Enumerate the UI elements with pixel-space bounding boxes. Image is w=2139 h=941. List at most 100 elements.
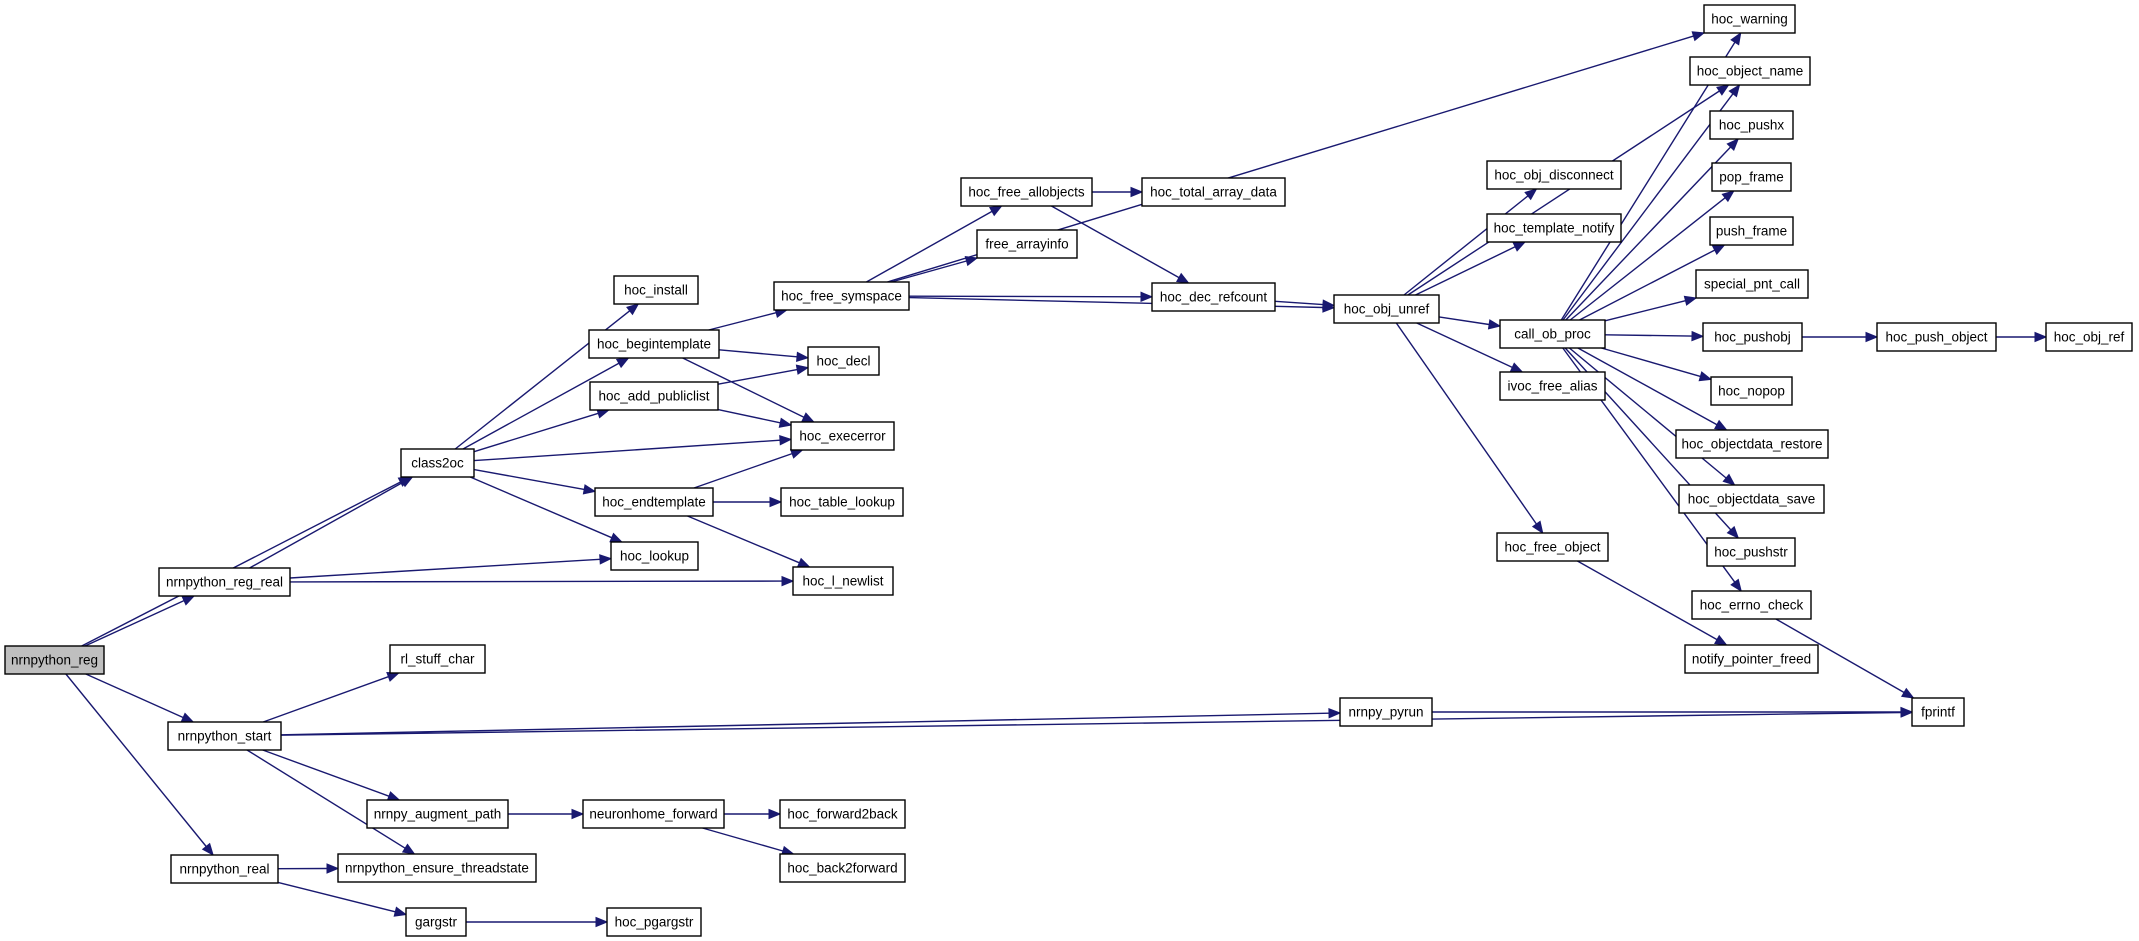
node-fprintf[interactable]: fprintf xyxy=(1911,697,1965,727)
node-box xyxy=(807,346,880,376)
node-push_frame[interactable]: push_frame xyxy=(1709,216,1794,246)
edge-call_ob_proc-to-hoc_pushx xyxy=(1565,138,1740,321)
node-box xyxy=(1333,294,1440,324)
node-hoc_back2forward[interactable]: hoc_back2forward xyxy=(779,853,906,883)
node-hoc_lookup[interactable]: hoc_lookup xyxy=(610,541,699,571)
node-hoc_pgargstr[interactable]: hoc_pgargstr xyxy=(606,907,702,937)
arrowhead-icon xyxy=(964,256,979,267)
node-free_arrayinfo[interactable]: free_arrayinfo xyxy=(976,229,1078,259)
node-hoc_obj_disconnect[interactable]: hoc_obj_disconnect xyxy=(1486,160,1622,190)
arrowhead-icon xyxy=(1512,241,1527,252)
edge-line xyxy=(1565,146,1732,321)
edge-line xyxy=(1577,347,1718,426)
edge-line xyxy=(277,881,396,913)
node-hoc_nopop[interactable]: hoc_nopop xyxy=(1710,376,1793,406)
node-ivoc_free_alias[interactable]: ivoc_free_alias xyxy=(1499,371,1606,401)
arrowhead-icon xyxy=(1726,525,1740,539)
node-nrnpython_reg[interactable]: nrnpython_reg xyxy=(4,645,105,675)
node-hoc_l_newlist[interactable]: hoc_l_newlist xyxy=(792,566,894,596)
node-box xyxy=(613,275,699,305)
node-nrnpython_real[interactable]: nrnpython_real xyxy=(170,854,279,884)
node-box xyxy=(1339,697,1433,727)
edge-call_ob_proc-to-special_pnt_call xyxy=(1604,295,1698,322)
edge-line xyxy=(1579,249,1716,321)
node-notify_pointer_freed[interactable]: notify_pointer_freed xyxy=(1684,644,1819,674)
node-box xyxy=(1678,484,1825,514)
edge-line xyxy=(1775,618,1905,694)
edge-class2oc-to-hoc_endtemplate xyxy=(473,468,597,495)
node-hoc_total_array_data[interactable]: hoc_total_array_data xyxy=(1141,177,1286,207)
node-box xyxy=(1151,282,1276,312)
arrowhead-icon xyxy=(1509,362,1524,373)
arrowhead-icon xyxy=(599,554,613,565)
edge-hoc_endtemplate-to-hoc_table_lookup xyxy=(713,496,783,508)
edge-hoc_free_allobjects-to-hoc_dec_refcount xyxy=(1051,205,1190,284)
node-pop_frame[interactable]: pop_frame xyxy=(1711,162,1792,192)
node-nrnpython_start[interactable]: nrnpython_start xyxy=(167,721,282,751)
node-hoc_errno_check[interactable]: hoc_errno_check xyxy=(1691,590,1812,620)
node-gargstr[interactable]: gargstr xyxy=(405,907,467,937)
node-special_pnt_call[interactable]: special_pnt_call xyxy=(1695,269,1809,299)
node-label: special_pnt_call xyxy=(1704,277,1800,292)
node-hoc_obj_ref[interactable]: hoc_obj_ref xyxy=(2045,322,2133,352)
node-nrnpy_augment_path[interactable]: nrnpy_augment_path xyxy=(366,799,509,829)
node-box xyxy=(790,421,895,451)
node-label: hoc_object_name xyxy=(1697,64,1804,79)
node-hoc_warning[interactable]: hoc_warning xyxy=(1703,4,1796,34)
node-neuronhome_forward[interactable]: neuronhome_forward xyxy=(582,799,725,829)
node-box xyxy=(1711,162,1792,192)
node-label: call_ob_proc xyxy=(1514,327,1591,342)
edge-call_ob_proc-to-pop_frame xyxy=(1569,190,1735,321)
node-hoc_pushobj[interactable]: hoc_pushobj xyxy=(1702,322,1803,352)
node-call_ob_proc[interactable]: call_ob_proc xyxy=(1499,319,1606,349)
arrowhead-icon xyxy=(1711,244,1726,255)
edge-line xyxy=(462,362,620,450)
node-hoc_endtemplate[interactable]: hoc_endtemplate xyxy=(594,487,714,517)
node-nrnpy_pyrun[interactable]: nrnpy_pyrun xyxy=(1339,697,1433,727)
node-label: nrnpy_augment_path xyxy=(374,807,502,822)
node-label: neuronhome_forward xyxy=(589,807,717,822)
edge-line xyxy=(289,558,601,579)
node-hoc_execerror[interactable]: hoc_execerror xyxy=(790,421,895,451)
node-hoc_table_lookup[interactable]: hoc_table_lookup xyxy=(780,487,904,517)
node-box xyxy=(1695,269,1809,299)
node-box xyxy=(773,281,910,311)
node-class2oc[interactable]: class2oc xyxy=(400,448,475,478)
node-hoc_object_name[interactable]: hoc_object_name xyxy=(1689,56,1811,86)
node-nrnpython_ensure_threadstate[interactable]: nrnpython_ensure_threadstate xyxy=(337,853,537,883)
node-label: gargstr xyxy=(415,915,458,930)
edge-nrnpython_reg-to-nrnpython_real xyxy=(65,673,214,857)
node-hoc_free_allobjects[interactable]: hoc_free_allobjects xyxy=(960,177,1093,207)
node-label: ivoc_free_alias xyxy=(1507,379,1597,394)
node-hoc_objectdata_save[interactable]: hoc_objectdata_save xyxy=(1678,484,1825,514)
node-hoc_push_object[interactable]: hoc_push_object xyxy=(1876,322,1997,352)
node-hoc_decl[interactable]: hoc_decl xyxy=(807,346,880,376)
edge-hoc_endtemplate-to-hoc_execerror xyxy=(693,448,804,489)
node-hoc_forward2back[interactable]: hoc_forward2back xyxy=(779,799,906,829)
node-label: hoc_obj_unref xyxy=(1344,302,1430,317)
node-label: nrnpython_start xyxy=(178,729,272,744)
node-hoc_dec_refcount[interactable]: hoc_dec_refcount xyxy=(1151,282,1276,312)
node-hoc_install[interactable]: hoc_install xyxy=(613,275,699,305)
node-hoc_add_publiclist[interactable]: hoc_add_publiclist xyxy=(589,381,719,411)
edge-line xyxy=(469,476,612,539)
edge-line xyxy=(687,515,800,564)
edge-hoc_obj_unref-to-hoc_object_name xyxy=(1407,84,1730,296)
arrowhead-icon xyxy=(781,575,795,587)
node-hoc_pushx[interactable]: hoc_pushx xyxy=(1709,110,1794,140)
node-hoc_pushstr[interactable]: hoc_pushstr xyxy=(1706,537,1796,567)
node-hoc_template_notify[interactable]: hoc_template_notify xyxy=(1486,213,1622,243)
node-hoc_free_symspace[interactable]: hoc_free_symspace xyxy=(773,281,910,311)
node-rl_stuff_char[interactable]: rl_stuff_char xyxy=(389,644,486,674)
node-hoc_begintemplate[interactable]: hoc_begintemplate xyxy=(588,329,720,359)
node-hoc_obj_unref[interactable]: hoc_obj_unref xyxy=(1333,294,1440,324)
arrowhead-icon xyxy=(1691,330,1705,342)
edge-class2oc-to-hoc_install xyxy=(454,303,640,450)
node-nrnpython_reg_real[interactable]: nrnpython_reg_real xyxy=(158,567,291,597)
node-label: hoc_template_notify xyxy=(1494,221,1615,236)
edge-line xyxy=(1403,195,1529,296)
edge-nrnpython_start-to-nrnpy_pyrun xyxy=(280,707,1342,736)
node-hoc_objectdata_restore[interactable]: hoc_objectdata_restore xyxy=(1675,429,1829,459)
edge-class2oc-to-hoc_begintemplate xyxy=(462,357,630,450)
node-hoc_free_object[interactable]: hoc_free_object xyxy=(1496,532,1609,562)
